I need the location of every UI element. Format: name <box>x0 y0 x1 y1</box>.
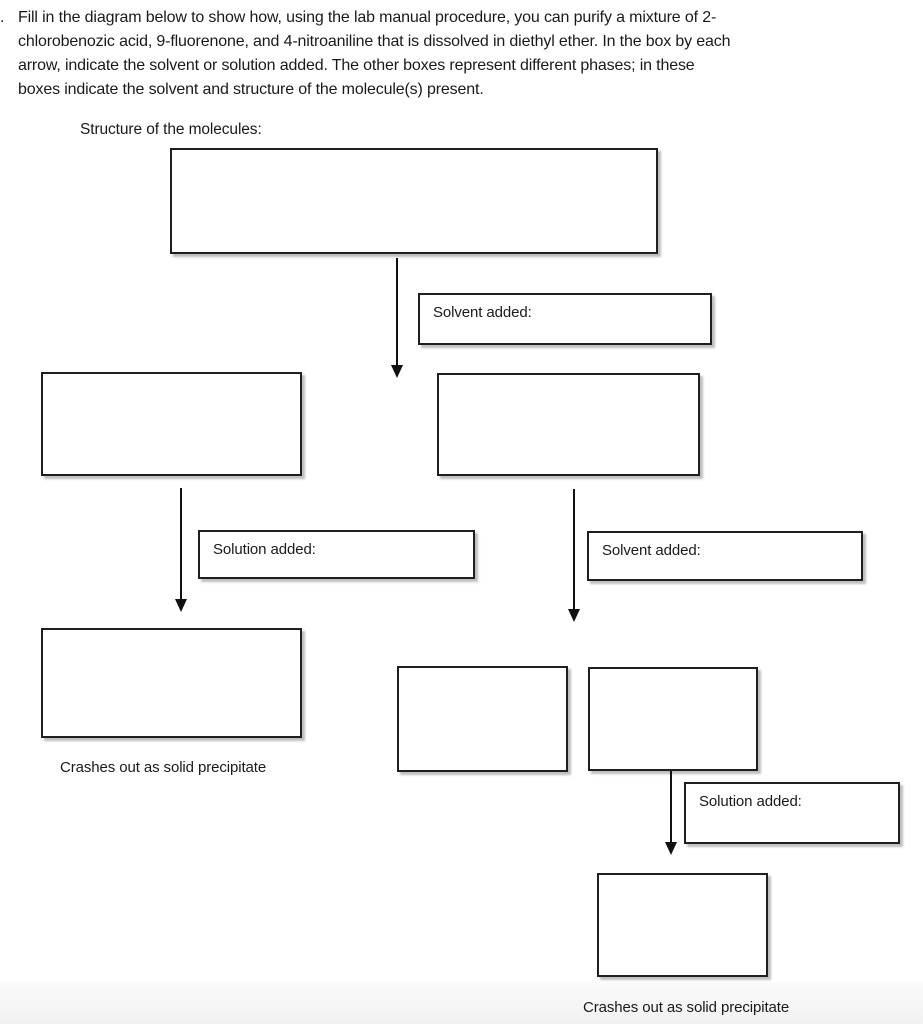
phase-box-split-right[interactable] <box>588 667 758 771</box>
question-prompt: Fill in the diagram below to show how, u… <box>18 6 731 102</box>
arrow-down-bottom-icon <box>664 771 677 855</box>
phase-box-final[interactable] <box>597 873 768 977</box>
solution-added-left-label: Solution added: <box>213 541 316 558</box>
solvent-added-box-top[interactable]: Solvent added: <box>418 293 712 345</box>
crashes-out-label-left: Crashes out as solid precipitate <box>60 759 267 776</box>
arrow-down-from-structures-icon <box>390 258 403 378</box>
structures-box[interactable] <box>170 148 658 254</box>
list-number-marker: . <box>0 9 5 26</box>
question-prompt-line-1: Fill in the diagram below to show how, u… <box>18 9 717 26</box>
phase-box-bottom-left[interactable] <box>41 628 302 738</box>
solution-added-box-left[interactable]: Solution added: <box>198 530 475 579</box>
phase-box-left[interactable] <box>41 372 302 476</box>
solvent-added-right-label: Solvent added: <box>602 542 701 559</box>
solvent-added-top-label: Solvent added: <box>433 304 532 321</box>
question-prompt-line-3: arrow, indicate the solvent or solution … <box>18 57 695 74</box>
phase-box-split-left[interactable] <box>397 666 568 772</box>
question-prompt-line-2: chlorobenozic acid, 9-fluorenone, and 4-… <box>18 33 731 50</box>
solvent-added-box-right[interactable]: Solvent added: <box>587 531 863 581</box>
page-bottom-band <box>0 982 923 1024</box>
crashes-out-label-bottom: Crashes out as solid precipitate <box>583 999 790 1016</box>
solution-added-bottom-label: Solution added: <box>699 793 802 810</box>
structures-label: Structure of the molecules: <box>80 121 262 138</box>
phase-box-middle[interactable] <box>437 373 700 476</box>
solution-added-box-bottom[interactable]: Solution added: <box>684 782 900 844</box>
arrow-down-left-icon <box>174 488 187 612</box>
question-prompt-line-4: boxes indicate the solvent and structure… <box>18 81 484 98</box>
arrow-down-right-icon <box>567 489 580 622</box>
